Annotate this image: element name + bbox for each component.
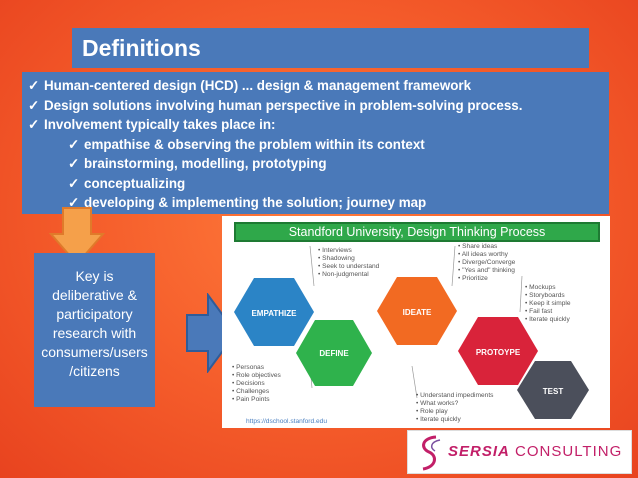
checkmark-icon: ✓: [68, 175, 80, 191]
checkmark-icon: ✓: [68, 195, 80, 210]
list-item: ✓brainstorming, modelling, prototyping: [28, 154, 603, 174]
hexagon-define: DEFINE: [296, 320, 372, 386]
sersia-logo: SERSIA CONSULTING: [407, 430, 632, 474]
stage-label-test: TEST: [543, 387, 564, 396]
stage-label-define: DEFINE: [319, 349, 349, 358]
process-hexagons: EMPATHIZE DEFINE IDEATE PROTOYPE TEST: [234, 245, 589, 419]
logo-wordmark: SERSIA CONSULTING: [448, 443, 623, 460]
list-item: ✓developing & implementing the solution;…: [28, 193, 603, 213]
hexagon-ideate: IDEATE: [377, 277, 457, 345]
checkmark-icon: ✓: [28, 117, 40, 132]
diagram-title: Standford University, Design Thinking Pr…: [234, 222, 600, 242]
prototype-notes: • Mockups • Storyboards • Keep it simple…: [525, 284, 571, 323]
checkmark-icon: ✓: [28, 78, 40, 93]
definitions-list: ✓Human-centered design (HCD) ... design …: [22, 72, 609, 214]
hexagon-prototype: PROTOYPE: [458, 317, 538, 385]
sersia-logo-icon: [422, 435, 441, 471]
checkmark-icon: ✓: [68, 136, 80, 152]
slide-title: Definitions: [72, 28, 589, 68]
source-url: https://dschool.stanford.edu: [246, 418, 328, 425]
stage-label-empathize: EMPATHIZE: [251, 309, 297, 318]
design-thinking-diagram: Standford University, Design Thinking Pr…: [222, 216, 610, 428]
list-item: ✓Design solutions involving human perspe…: [28, 96, 603, 116]
key-callout: Key is deliberative & participatory rese…: [34, 253, 155, 407]
define-notes: • Personas • Role objectives • Decisions…: [232, 364, 281, 403]
list-item: ✓Human-centered design (HCD) ... design …: [28, 76, 603, 96]
list-item: ✓empathise & observing the problem withi…: [28, 135, 603, 155]
ideate-notes: • Share ideas • All ideas worthy • Diver…: [458, 243, 516, 282]
list-item: ✓Involvement typically takes place in:: [28, 115, 603, 135]
test-notes: • Understand impediments • What works? •…: [416, 392, 494, 423]
down-arrow-icon: [48, 207, 106, 266]
checkmark-icon: ✓: [28, 97, 40, 113]
stage-label-ideate: IDEATE: [403, 308, 432, 317]
stage-label-prototype: PROTOYPE: [476, 348, 521, 357]
hexagon-empathize: EMPATHIZE: [234, 278, 314, 346]
list-item: ✓conceptualizing: [28, 174, 603, 194]
hexagon-test: TEST: [517, 361, 589, 419]
empathize-notes: • Interviews • Shadowing • Seek to under…: [318, 247, 380, 278]
checkmark-icon: ✓: [68, 156, 80, 171]
